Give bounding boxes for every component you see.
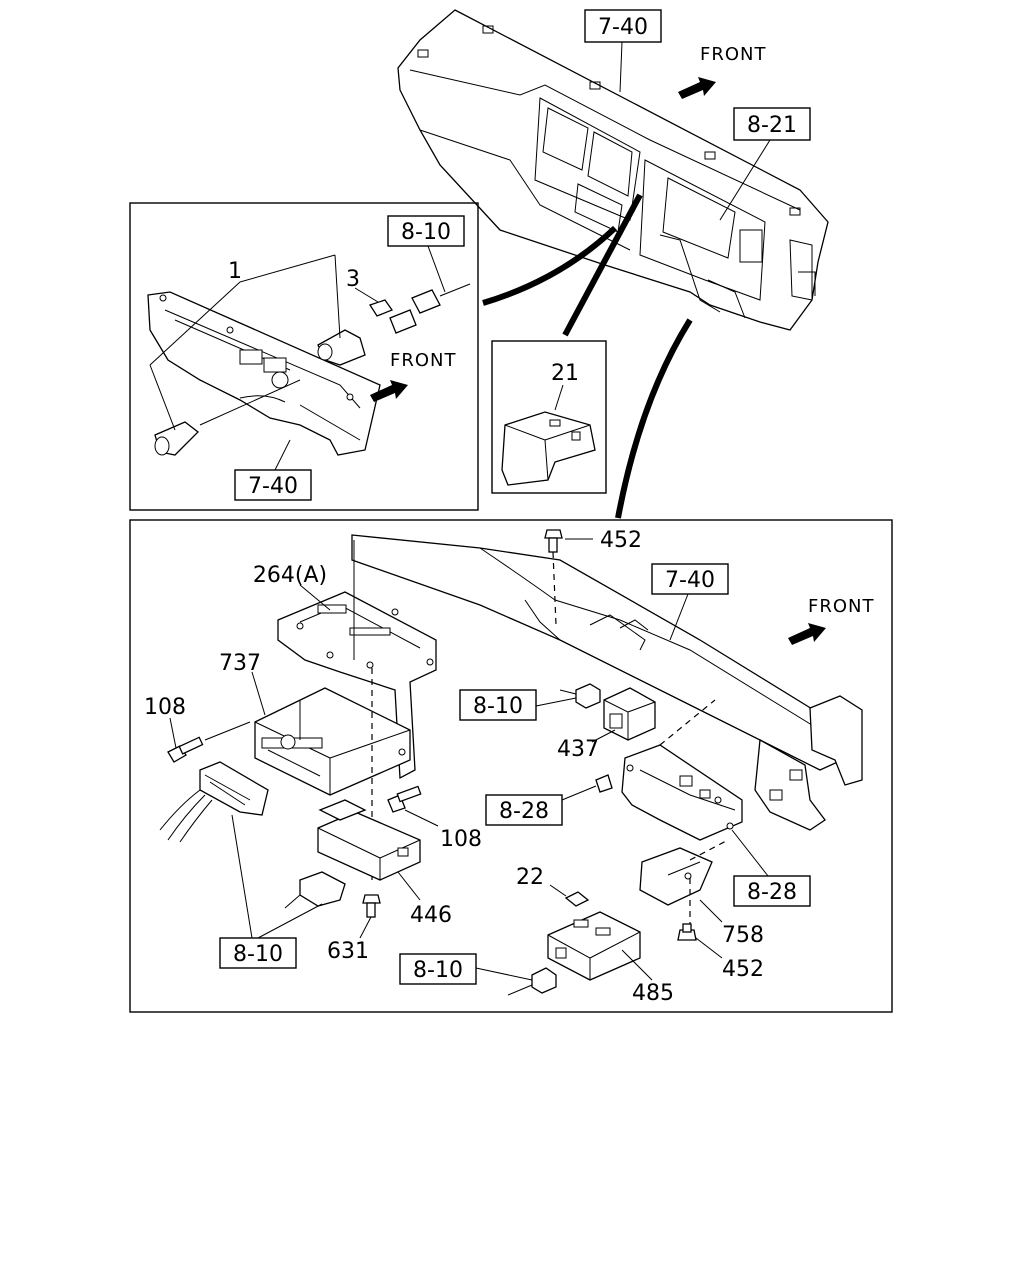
bolt-108-right [387,785,422,813]
part-108-right-label: 108 [440,827,482,852]
control-unit-737 [254,687,411,796]
leader-to-inset-b [562,193,643,337]
ref-box-8-10-main-left[interactable]: 8-10 [219,937,297,969]
connector-component [389,289,441,334]
part-3-label: 3 [346,267,360,292]
front-indicator-inset: FRONT [370,350,457,402]
part-437-label: 437 [557,737,599,762]
front-arrow-icon [788,623,826,645]
svg-text:8-10: 8-10 [233,942,283,967]
ref-box-8-28-b[interactable]: 8-28 [733,875,811,907]
part-22-label: 22 [516,865,544,890]
dashboard-assembly [397,9,829,331]
bracket-758 [639,847,713,906]
leader-to-inset-a [482,225,618,306]
part-452-bottom-label: 452 [722,957,764,982]
svg-text:7-40: 7-40 [598,15,648,40]
part-631-label: 631 [327,939,369,964]
svg-text:7-40: 7-40 [665,568,715,593]
svg-text:FRONT: FRONT [808,596,875,617]
svg-text:7-40: 7-40 [248,474,298,499]
block-connector [531,967,557,994]
ref-box-8-10-inset[interactable]: 8-10 [387,215,465,247]
part-108-left-label: 108 [144,695,186,720]
svg-text:FRONT: FRONT [390,350,457,371]
ref-box-8-21[interactable]: 8-21 [733,107,811,141]
ref-box-7-40-inset[interactable]: 7-40 [234,469,312,501]
svg-text:8-21: 8-21 [747,113,797,138]
part-446-label: 446 [410,903,452,928]
switch-panel-bezel [147,291,381,456]
part-452-top-label: 452 [600,528,642,553]
svg-text:8-28: 8-28 [499,799,549,824]
leader-to-main [615,318,693,519]
inset-panel-middle [491,340,607,494]
part-485-label: 485 [632,981,674,1006]
part-737-label: 737 [219,651,261,676]
relay-connector [575,683,601,709]
inset-panel-left [129,202,479,511]
harness-connector [159,761,269,843]
bracket-right-end [754,695,863,831]
front-arrow-icon [370,380,408,402]
cross-member [351,534,843,771]
knob-component [154,421,199,456]
ref-box-7-40-top[interactable]: 7-40 [584,9,662,43]
ref-box-8-28-a[interactable]: 8-28 [485,794,563,826]
part-1-label: 1 [228,259,242,284]
screw-631 [362,894,381,918]
svg-text:8-28: 8-28 [747,880,797,905]
part-264A-label: 264(A) [253,563,327,588]
svg-text:8-10: 8-10 [401,220,451,245]
relay-bracket [621,744,743,841]
ref-box-8-10-main-b[interactable]: 8-10 [399,953,477,985]
part-21-label: 21 [551,361,579,386]
bolt-452-bottom [677,923,697,941]
svg-text:8-10: 8-10 [413,958,463,983]
relay-block-485 [547,911,641,981]
front-indicator-main: FRONT [788,596,875,645]
svg-text:8-10: 8-10 [473,694,523,719]
sensor-connector [284,871,346,909]
main-panel [129,519,893,1013]
switch-21 [501,411,596,486]
relay-437 [603,687,656,741]
front-indicator-top: FRONT [678,44,767,99]
front-arrow-icon [678,77,716,99]
module-446 [317,799,421,881]
bolt-108-left [167,736,204,763]
switch-component [317,299,394,366]
bolt-452-top [544,529,563,553]
svg-text:FRONT: FRONT [700,44,767,65]
part-22 [564,891,590,907]
bolt-8-28 [595,774,613,793]
part-758-label: 758 [722,923,764,948]
ref-box-7-40-main[interactable]: 7-40 [651,563,729,595]
ref-box-8-10-main-a[interactable]: 8-10 [459,689,537,721]
